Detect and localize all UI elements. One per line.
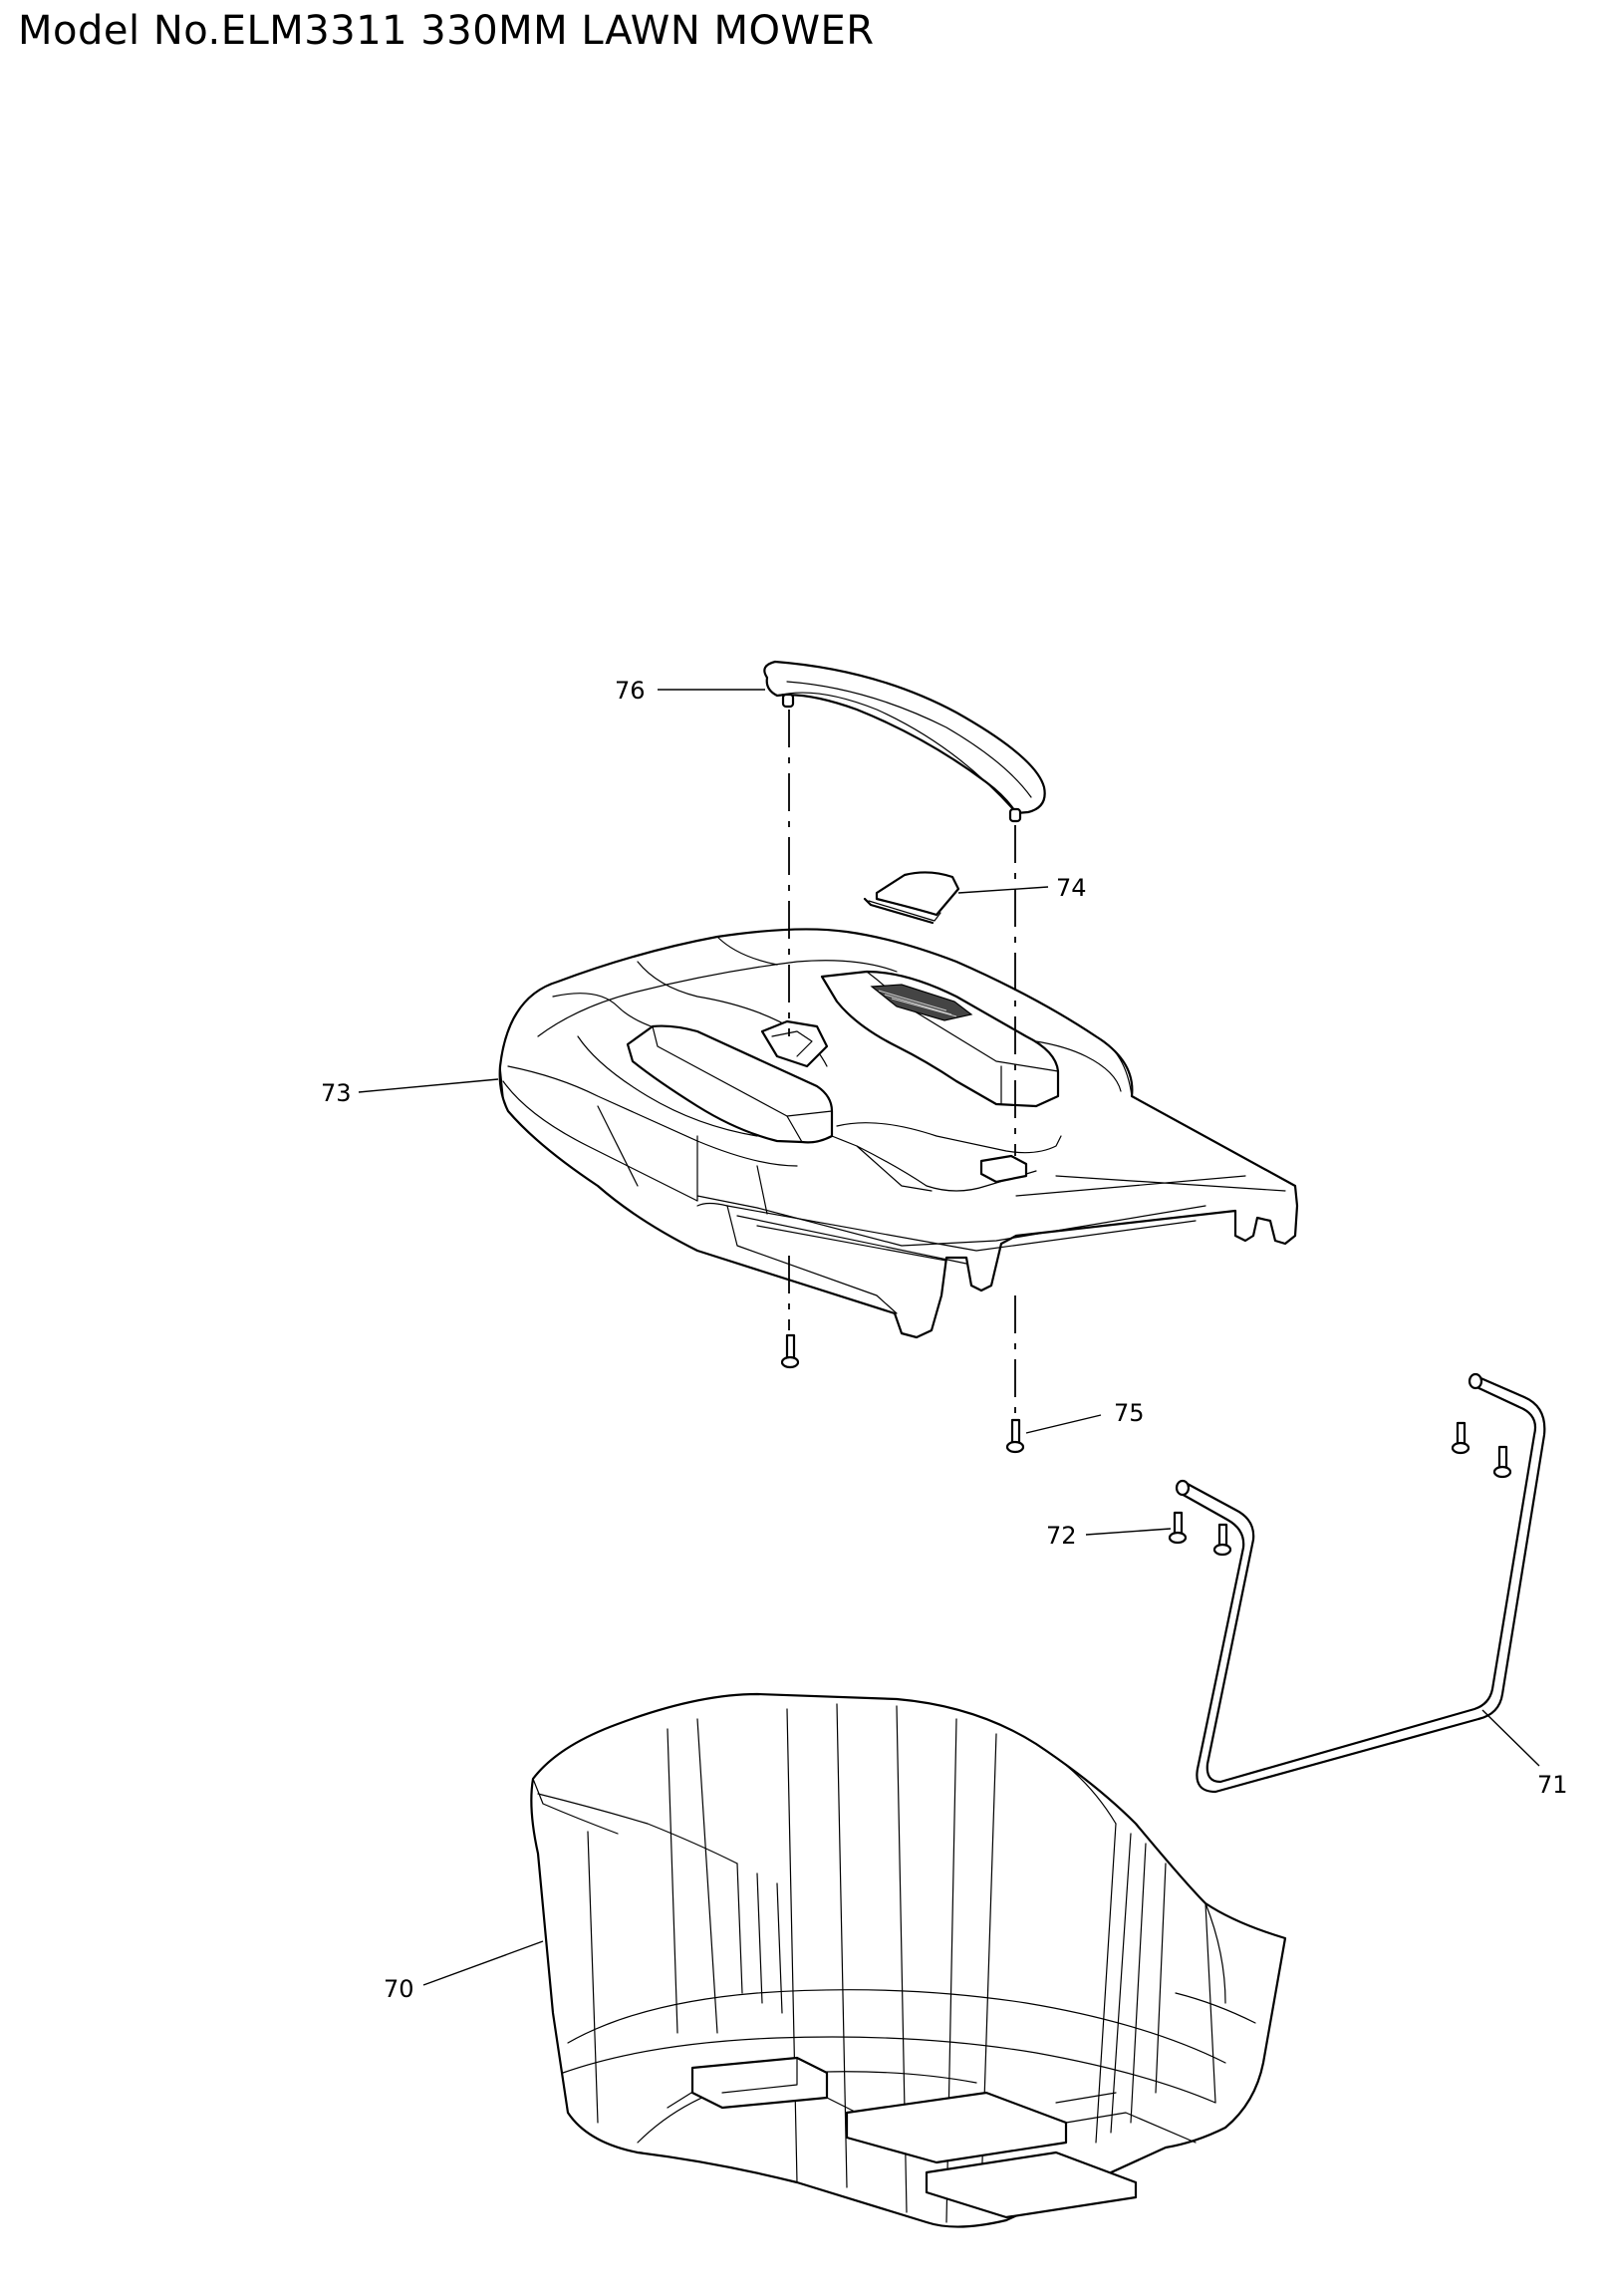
callout-76: 76 <box>615 677 646 705</box>
alignment-lines <box>788 710 1016 1415</box>
part-72-screw-3 <box>1451 1421 1471 1455</box>
part-72-screw-2 <box>1212 1523 1232 1557</box>
callout-71: 71 <box>1537 1771 1568 1799</box>
callout-75: 75 <box>1114 1399 1145 1427</box>
part-74-cover-plate <box>863 871 960 925</box>
callout-70: 70 <box>384 1975 414 2003</box>
part-75-screw-left <box>780 1333 800 1369</box>
vent-grille <box>870 984 973 1021</box>
part-71-wire-frame <box>1175 1372 1546 1794</box>
part-76-handle-grip <box>763 660 1046 823</box>
part-73-top-housing <box>498 928 1299 1339</box>
callout-74: 74 <box>1056 874 1087 902</box>
callout-72: 72 <box>1046 1522 1077 1550</box>
page-title: Model No.ELM3311 330MM LAWN MOWER <box>18 8 875 54</box>
part-70-grass-box <box>530 1692 1287 2228</box>
part-72-screw-4 <box>1492 1445 1512 1479</box>
part-72-screw-1 <box>1168 1511 1188 1545</box>
part-75-screw-right <box>1005 1418 1025 1454</box>
callout-73: 73 <box>321 1079 352 1107</box>
leader-lines <box>358 689 1540 1986</box>
